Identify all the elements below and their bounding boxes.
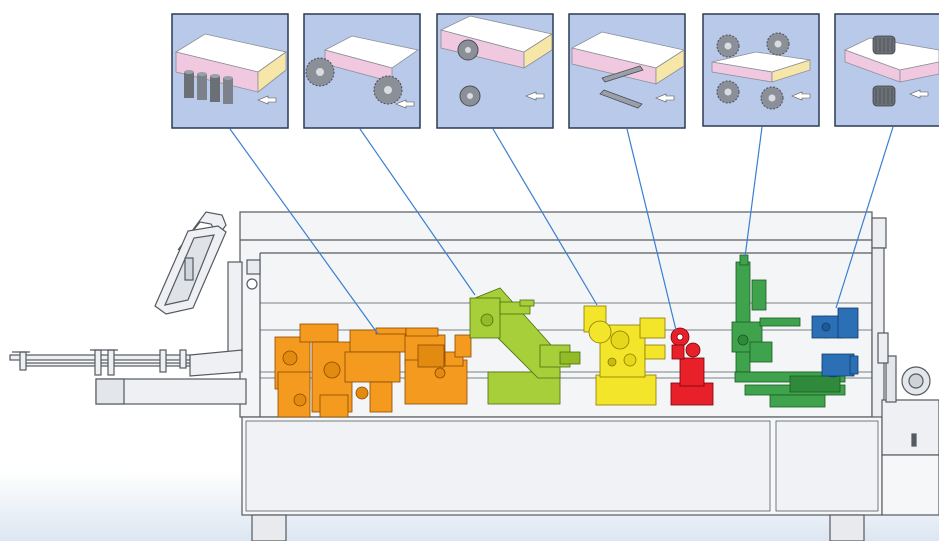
scraping-unit xyxy=(670,327,714,406)
profile-trimming-unit xyxy=(583,305,666,406)
detail-panel-corner-rounding xyxy=(702,13,820,127)
trim-cutters-icon xyxy=(439,15,554,107)
scraper-blade-icon xyxy=(570,31,686,109)
gluing-unit xyxy=(274,323,411,418)
connector-lines xyxy=(229,126,894,335)
corner-rounding-unit xyxy=(731,254,846,408)
connector-flush-trimming xyxy=(492,128,598,306)
control-panel xyxy=(154,211,261,353)
connector-corner-rounding xyxy=(744,126,763,258)
saw-blades-icon xyxy=(305,35,419,109)
machine-frame xyxy=(239,211,939,541)
connector-scraping xyxy=(626,128,677,331)
detail-panel-buffing xyxy=(834,13,939,127)
end-trimming-unit xyxy=(404,327,472,405)
buffing-unit xyxy=(811,307,859,378)
glue-rollers-icon xyxy=(174,33,287,105)
buffing-wheels-icon xyxy=(843,35,939,107)
connector-buffing xyxy=(835,126,894,309)
corner-rounding-cutters-icon xyxy=(711,32,811,110)
flush-trimming-unit xyxy=(469,287,581,405)
detail-panel-flush-trimming xyxy=(436,13,554,129)
connector-end-trimming xyxy=(359,128,476,296)
detail-panel-end-trimming xyxy=(303,13,421,129)
connector-gluing xyxy=(229,128,379,335)
detail-panel-gluing xyxy=(171,13,289,129)
detail-panel-scraping xyxy=(568,13,686,129)
infeed-table xyxy=(9,349,247,405)
